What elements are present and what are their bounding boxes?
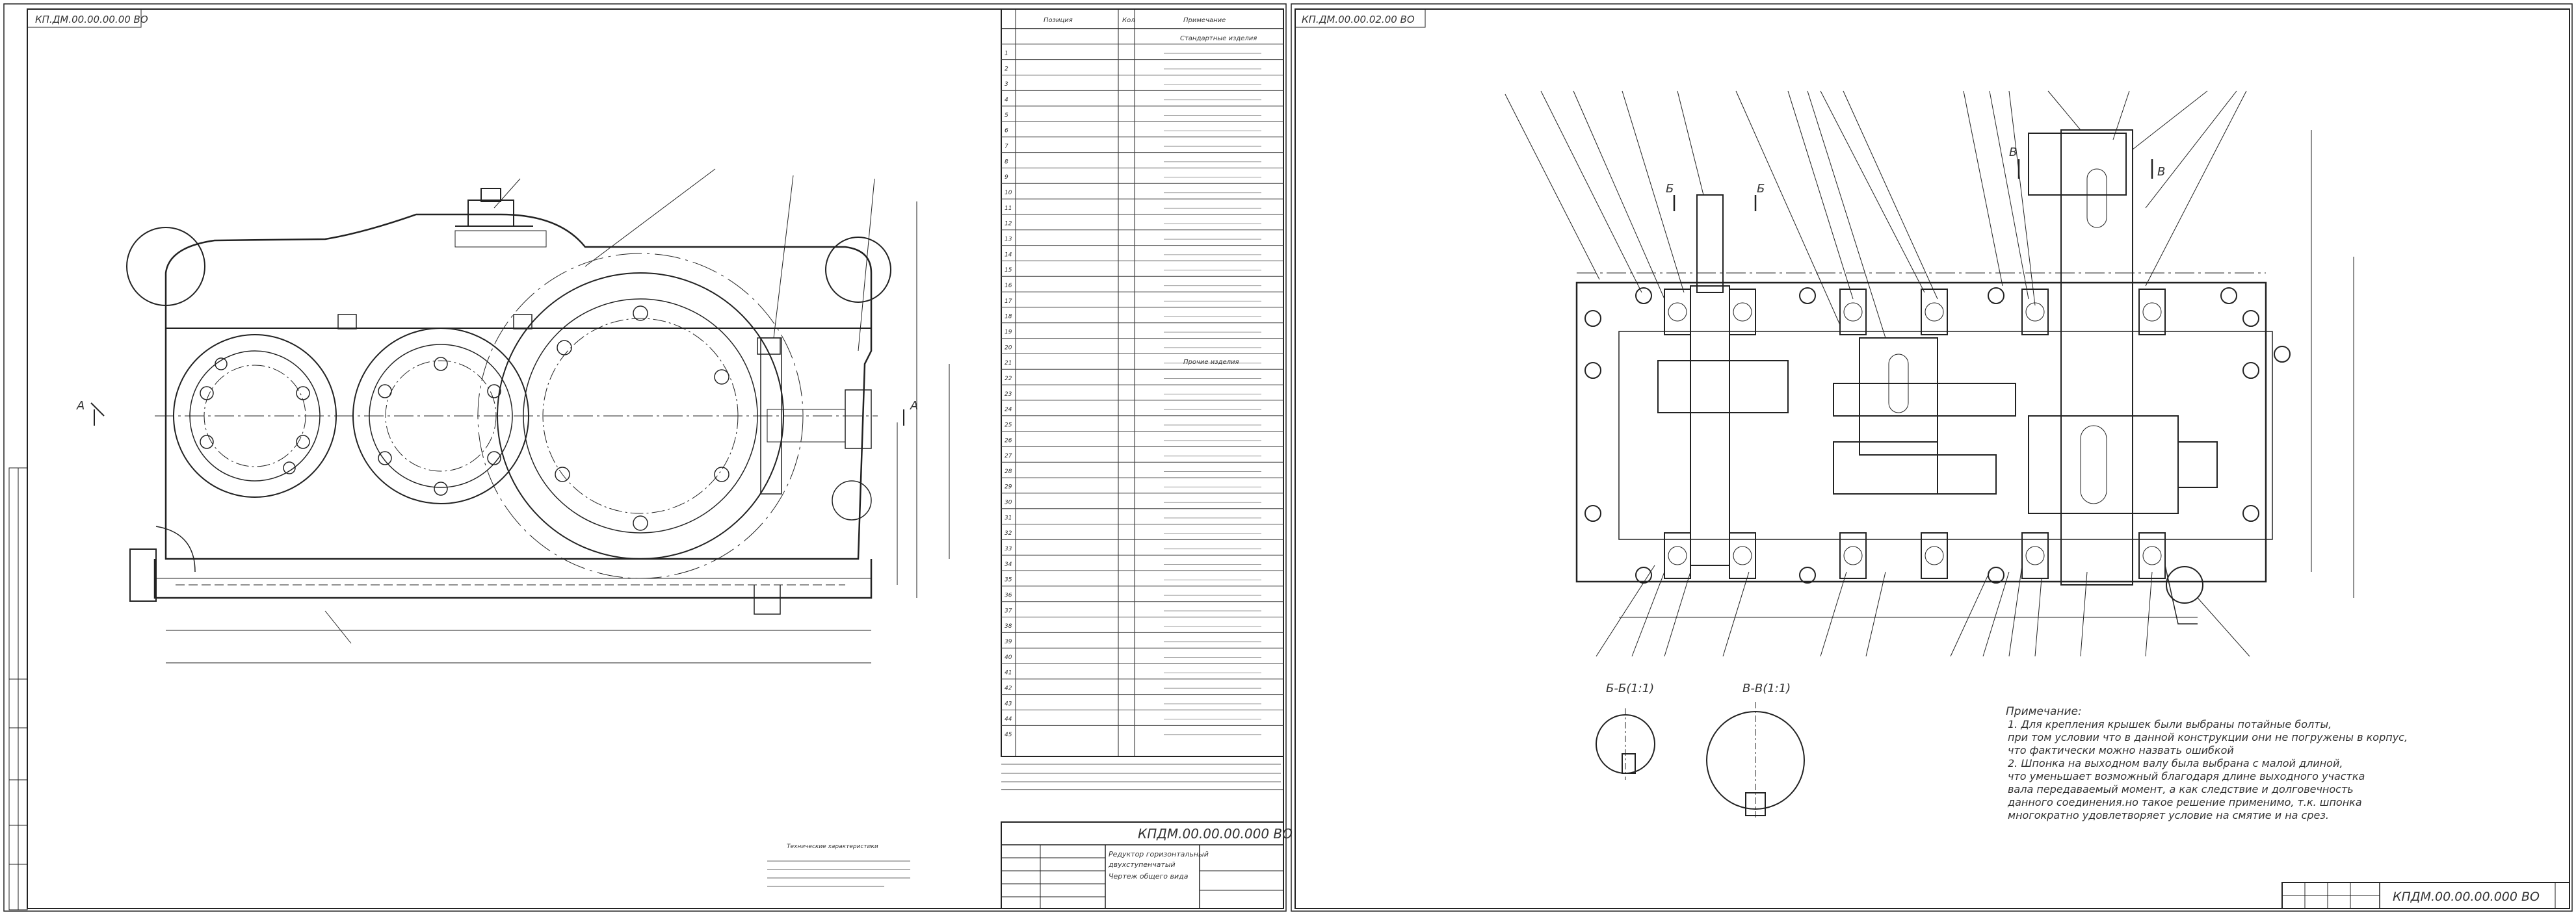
section-mark-v1: В (2009, 146, 2017, 159)
spec-row-number: 34 (1005, 561, 1012, 568)
tech-req-lines (767, 764, 1281, 887)
sheet-2-frame (1291, 3, 2573, 912)
spec-row-number: 30 (1005, 500, 1012, 506)
spec-row-number: 14 (1005, 251, 1012, 258)
section-bb-label: Б-Б(1:1) (1606, 682, 1654, 695)
title-block-1 (1001, 789, 1284, 909)
spec-row-number: 29 (1005, 484, 1012, 491)
section-mark-v2: В (2157, 165, 2165, 179)
spec-row-number: 3 (1005, 81, 1008, 88)
spec-row-number: 11 (1005, 205, 1012, 212)
title-block-2 (2281, 882, 2570, 909)
spec-row-number: 28 (1005, 469, 1012, 475)
section-vv-label: В-В(1:1) (1742, 682, 1791, 695)
spec-row-number: 42 (1005, 686, 1012, 692)
spec-row-number: 17 (1005, 298, 1012, 305)
spec-row-number: 21 (1005, 360, 1012, 367)
spec-row-number: 22 (1005, 376, 1012, 382)
gearbox-plan-section (1505, 90, 2354, 657)
spec-header-note: Примечание (1183, 17, 1226, 24)
spec-row-number: 44 (1005, 716, 1012, 723)
spec-row-number: 33 (1005, 546, 1012, 552)
title-name-1c: Чертеж общего вида (1109, 872, 1189, 881)
spec-header-qty: Кол (1122, 17, 1135, 24)
spec-row-number: 38 (1005, 623, 1012, 630)
section-bb (1596, 708, 1655, 780)
note-line: 1. Для крепления крышек были выбраны пот… (2008, 718, 2332, 730)
title-code-2: КПДМ.00.00.00.000 ВО (2393, 890, 2540, 904)
spec-row-number: 45 (1005, 732, 1012, 738)
spec-row-number: 35 (1005, 577, 1012, 584)
title-code-1: КПДМ.00.00.00.000 ВО (1138, 826, 1293, 842)
note-line: данного соединения.но такое решение прим… (2007, 796, 2362, 808)
section-mark-b2: Б (1757, 182, 1765, 196)
spec-row-number: 32 (1005, 530, 1012, 537)
spec-row-number: 39 (1005, 639, 1012, 645)
spec-row-number: 16 (1005, 283, 1012, 289)
spec-row-number: 18 (1005, 314, 1012, 320)
sheet-1-frame (3, 3, 1287, 912)
spec-row-number: 8 (1005, 159, 1008, 165)
section-vv (1706, 702, 1805, 819)
spec-rows: 1234567891011121314151617181920212223242… (1001, 44, 1283, 738)
sheet-2-stamp: КП.ДМ.00.00.02.00 ВО (1302, 14, 1415, 25)
notes-title: Примечание: (2006, 705, 2082, 718)
note-line: многократно удовлетворяет условие на смя… (2008, 809, 2329, 821)
spec-row-number: 6 (1005, 128, 1008, 135)
spec-row-number: 31 (1005, 515, 1012, 521)
spec-row-number: 37 (1005, 608, 1012, 614)
spec-row-number: 25 (1005, 422, 1012, 428)
spec-row-number: 23 (1005, 391, 1012, 398)
view-a-left: А (76, 399, 85, 413)
tech-req-title: Технические характеристики (787, 844, 878, 850)
spec-row-number: 4 (1005, 97, 1008, 103)
spec-row-number: 2 (1005, 66, 1008, 72)
spec-row-number: 9 (1005, 174, 1008, 181)
specification-table (1001, 8, 1284, 757)
spec-row-number: 26 (1005, 437, 1012, 444)
sheet-1-stamp: КП.ДМ.00.00.00.00 ВО (35, 14, 148, 25)
spec-row-number: 15 (1005, 267, 1012, 274)
spec-row-number: 5 (1005, 112, 1008, 119)
note-line: что фактически можно назвать ошибкой (2008, 744, 2234, 756)
gearbox-front-view (90, 168, 950, 664)
spec-row-number: 27 (1005, 453, 1012, 459)
note-line: что уменьшает возможный благодаря длине … (2008, 770, 2365, 782)
spec-row-number: 19 (1005, 329, 1012, 335)
spec-section-2: Прочие изделия (1183, 359, 1239, 366)
spec-row-number: 13 (1005, 236, 1012, 242)
notes-list: 1. Для крепления крышек были выбраны пот… (2007, 718, 2408, 821)
spec-row-number: 43 (1005, 701, 1012, 707)
spec-row-number: 10 (1005, 190, 1012, 196)
spec-row-number: 36 (1005, 593, 1012, 599)
spec-row-number: 24 (1005, 407, 1012, 413)
title-name-1a: Редуктор горизонтальный (1109, 850, 1209, 858)
spec-header-pos: Позиция (1044, 17, 1073, 24)
section-mark-b1: Б (1666, 182, 1674, 196)
spec-section-1: Стандартные изделия (1180, 35, 1257, 42)
note-line: 2. Шпонка на выходном валу была выбрана … (2008, 757, 2343, 769)
note-line: при том условии что в данной конструкции… (2008, 731, 2408, 743)
spec-row-number: 7 (1005, 143, 1008, 149)
spec-row-number: 40 (1005, 654, 1012, 661)
note-line: вала передаваемый момент, а как следстви… (2008, 783, 2354, 795)
title-name-1b: двухступенчатый (1108, 860, 1176, 869)
spec-row-number: 12 (1005, 221, 1012, 227)
spec-row-number: 41 (1005, 670, 1012, 677)
view-a-right: А (910, 399, 918, 413)
spec-row-number: 1 (1005, 51, 1008, 57)
spec-row-number: 20 (1005, 344, 1012, 351)
